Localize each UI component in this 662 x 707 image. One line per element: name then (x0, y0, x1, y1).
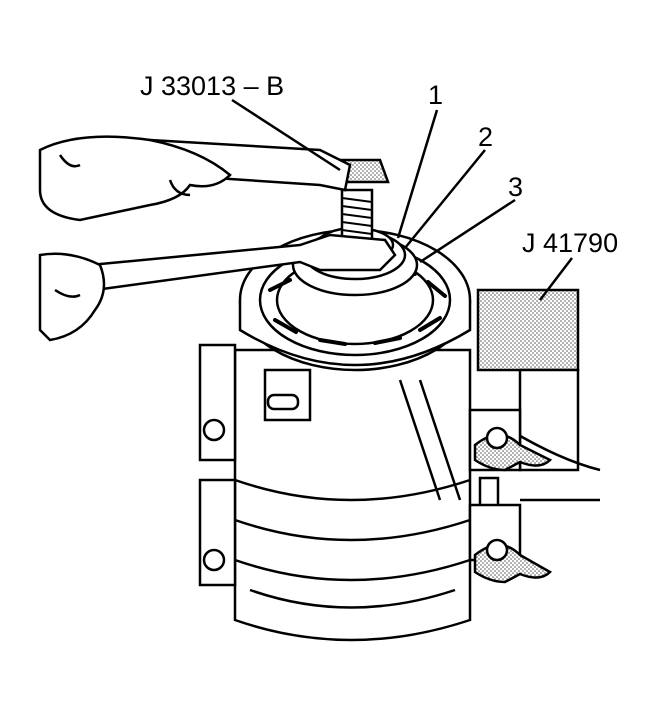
wing-nut-upper (473, 426, 553, 472)
leader-lines (231, 98, 573, 301)
leader-item-2 (404, 149, 486, 249)
leader-item-1 (396, 109, 439, 239)
leader-j41790 (539, 257, 573, 301)
holding-fixture-j41790 (476, 288, 601, 502)
label-item-1: 1 (428, 80, 443, 110)
wing-nut-lower (473, 538, 553, 584)
lower-wrench (88, 233, 397, 292)
leader-item-3 (419, 198, 516, 264)
mounting-ear-left-lower (198, 478, 237, 587)
label-j41790: J 41790 (522, 228, 618, 258)
leader-j33013b (231, 98, 341, 172)
compressor-body (233, 348, 472, 642)
label-item-2: 2 (478, 122, 493, 152)
hand-upper (38, 135, 232, 222)
mounting-ear-left-upper (198, 343, 237, 462)
connector-block (263, 368, 312, 422)
hand-lower (38, 252, 106, 342)
label-j33013b: J 33013 – B (140, 71, 284, 101)
label-item-3: 3 (508, 172, 523, 202)
